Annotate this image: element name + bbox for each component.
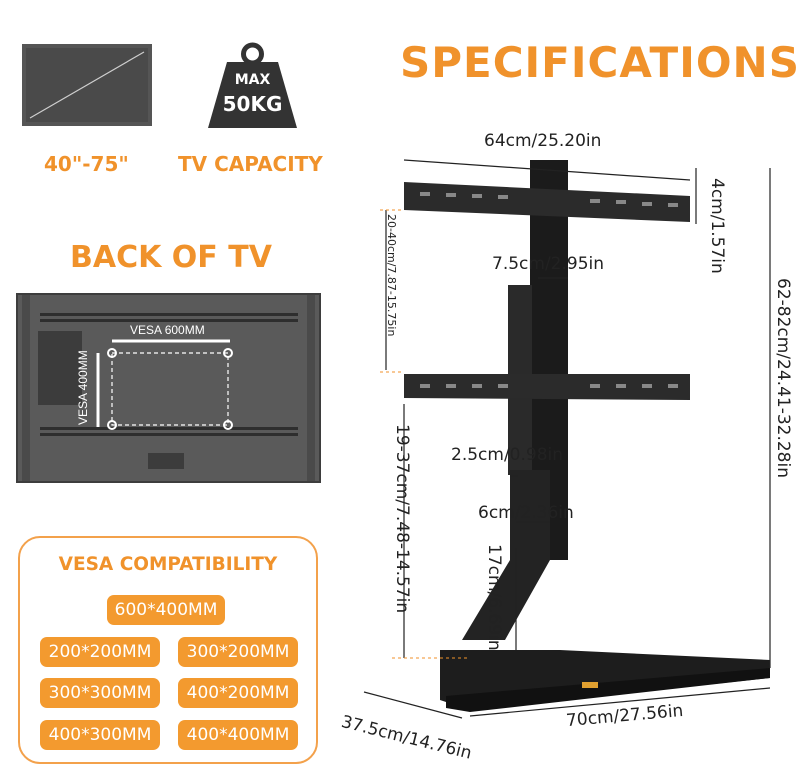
bracket-spacing-dimension: 20-40cm/7.87-15.75in — [385, 214, 398, 337]
tv-size-label: 40"-75" — [44, 152, 129, 176]
vesa-option: 300*200MM — [178, 637, 298, 667]
vesa-option: 300*300MM — [40, 678, 160, 708]
vesa-option: 400*400MM — [178, 720, 298, 750]
column-width-dimension: 7.5cm/2.95in — [492, 254, 605, 274]
lower-height-dimension: 19-37cm/7.48-14.57in — [392, 424, 412, 614]
vesa-compatibility-panel: VESA COMPATIBILITY 600*400MM 200*200MM 3… — [18, 536, 318, 764]
column-depth-dimension: 2.5cm/0.98in — [451, 445, 564, 465]
vesa-option: 400*200MM — [178, 678, 298, 708]
weight-value-text: 50KG — [222, 92, 283, 116]
weight-icon: MAX 50KG — [205, 42, 300, 132]
vesa-width-label: VESA 600MM — [130, 323, 205, 337]
page-title: SPECIFICATIONS — [400, 38, 800, 87]
tv-back-illustration: VESA 600MM VESA 400MM — [16, 293, 321, 483]
vesa-option: 200*200MM — [40, 637, 160, 667]
bracket-width-dimension: 64cm/25.20in — [484, 131, 602, 151]
bracket-height-dimension: 4cm/1.57in — [707, 178, 727, 274]
neck-height-dimension: 17cm/6.69in — [484, 544, 504, 651]
back-of-tv-title: BACK OF TV — [70, 240, 272, 275]
vesa-compatibility-title: VESA COMPATIBILITY — [58, 554, 278, 575]
total-height-dimension: 62-82cm/24.41-32.28in — [773, 278, 793, 478]
vesa-height-label: VESA 400MM — [76, 350, 90, 425]
neck-width-dimension: 6cm/2.36in — [478, 503, 574, 523]
weight-max-text: MAX — [234, 72, 271, 88]
vesa-option: 400*300MM — [40, 720, 160, 750]
capacity-label: TV CAPACITY — [178, 152, 323, 176]
tv-stand-illustration — [363, 159, 771, 719]
vesa-option: 600*400MM — [107, 595, 225, 625]
tv-screen-icon — [22, 44, 152, 126]
